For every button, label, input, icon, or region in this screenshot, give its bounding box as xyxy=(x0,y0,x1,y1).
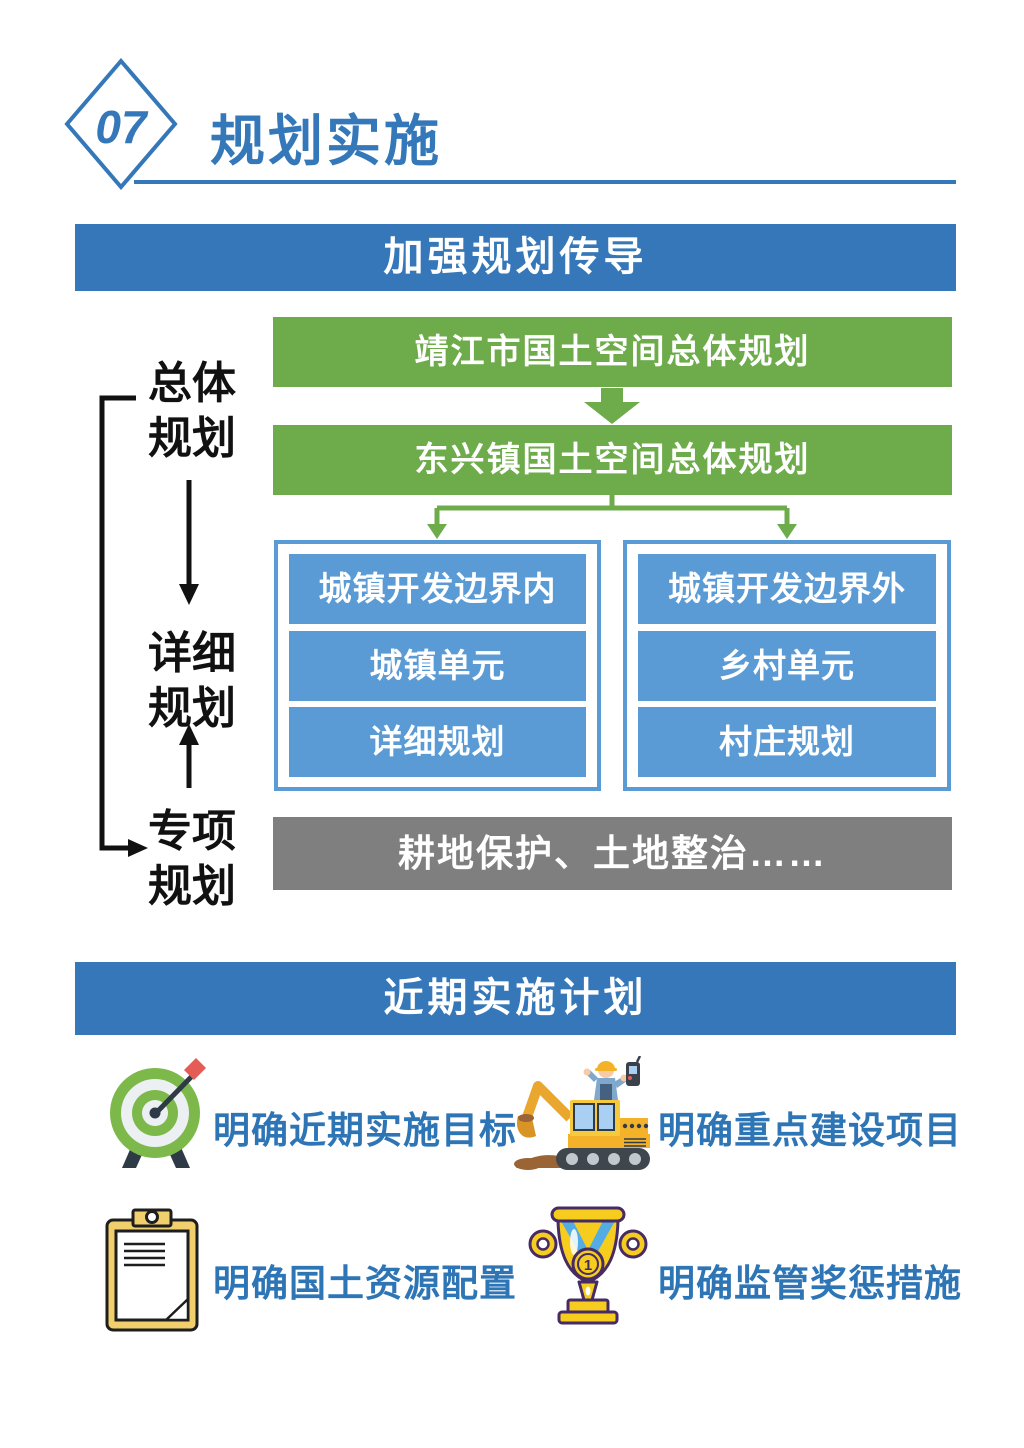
side-label-special-planning: 专项规划 xyxy=(148,807,236,911)
medal-number: 1 xyxy=(584,1257,592,1274)
item-label-resources: 明确国土资源配置 xyxy=(213,1263,517,1304)
cell-detailed-plan: 详细规划 xyxy=(289,707,586,777)
banner-near-term-plan: 近期实施计划 xyxy=(75,962,956,1035)
cell-inside-boundary: 城镇开发边界内 xyxy=(289,554,586,624)
side-arrows xyxy=(99,395,199,857)
cell-town-unit: 城镇单元 xyxy=(289,630,586,701)
bracket-line xyxy=(99,395,136,851)
page-title: 规划实施 xyxy=(210,110,443,172)
column-inside-boundary: 城镇开发边界内 城镇单元 详细规划 xyxy=(274,540,601,791)
cell-village-plan: 村庄规划 xyxy=(638,707,936,777)
diamond-shape xyxy=(64,58,178,190)
arrow-down-icon xyxy=(427,524,447,539)
side-label-overall-planning: 总体规划 xyxy=(148,359,236,463)
arrow-down-icon xyxy=(179,584,199,605)
cell-village-unit: 乡村单元 xyxy=(638,630,936,701)
special-planning-bar: 耕地保护、土地整治…… xyxy=(273,817,952,890)
flow-box-town-plan: 东兴镇国土空间总体规划 xyxy=(273,425,952,495)
flow-box-city-plan: 靖江市国土空间总体规划 xyxy=(273,317,952,387)
flow-connector-lines xyxy=(427,495,797,539)
side-label-detailed-planning: 详细规划 xyxy=(148,629,236,733)
trophy-icon: 1 xyxy=(528,1206,648,1325)
section-number: 07 xyxy=(95,101,147,153)
arrow-down-icon xyxy=(584,388,640,424)
column-outside-boundary: 城镇开发边界外 乡村单元 村庄规划 xyxy=(623,540,951,791)
arrow-up-icon xyxy=(179,724,199,745)
arrow-down-icon xyxy=(777,524,797,539)
item-label-projects: 明确重点建设项目 xyxy=(658,1110,962,1151)
excavator-icon xyxy=(514,1056,650,1170)
item-label-goals: 明确近期实施目标 xyxy=(213,1110,517,1151)
title-underline xyxy=(134,180,956,184)
cell-outside-boundary: 城镇开发边界外 xyxy=(638,554,936,624)
target-icon xyxy=(110,1058,206,1168)
banner-planning-transmission: 加强规划传导 xyxy=(75,224,956,291)
item-label-supervision: 明确监管奖惩措施 xyxy=(658,1263,962,1304)
clipboard-icon xyxy=(105,1208,199,1332)
arrow-right-icon xyxy=(128,839,148,857)
